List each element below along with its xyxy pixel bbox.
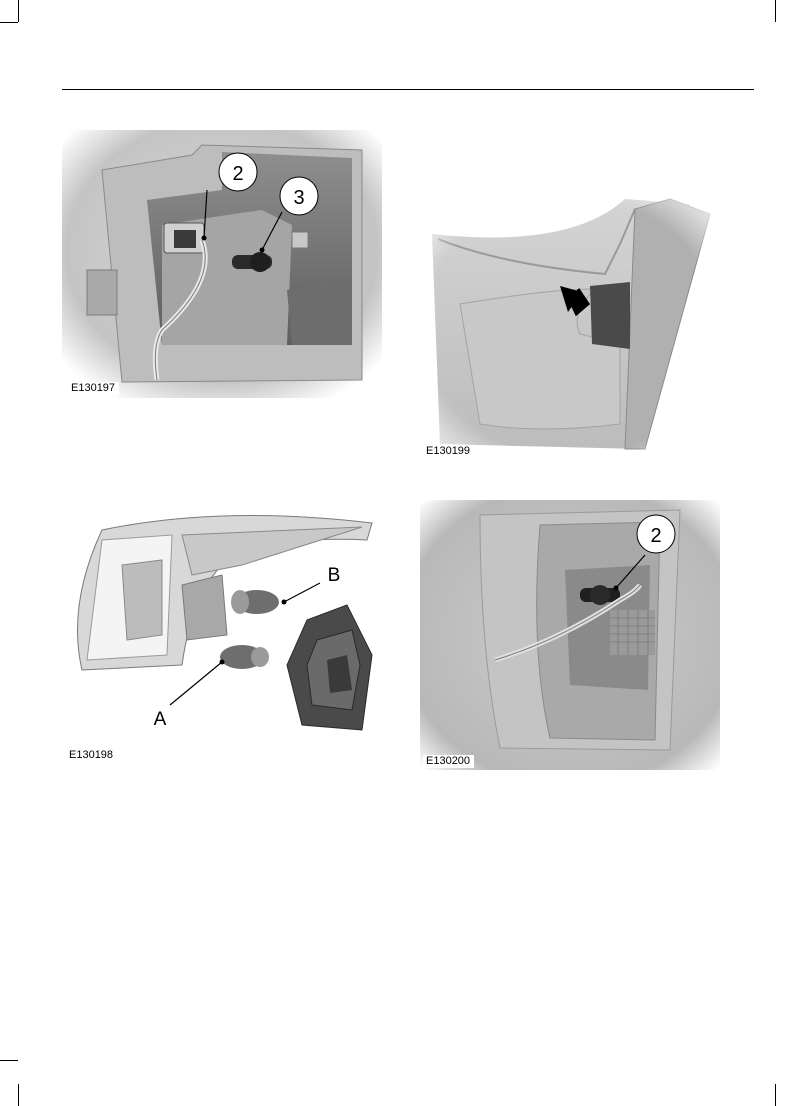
figure-label: E130197 — [68, 382, 119, 395]
callout-b: B — [328, 565, 341, 586]
crop-mark-bottom-left — [18, 1084, 19, 1106]
illustration-rear-lamp-housing-connector: 2 3 — [62, 130, 382, 398]
callout-a: A — [154, 709, 167, 730]
figure-label: E130199 — [423, 445, 474, 458]
crop-mark-top-left-h — [0, 22, 18, 23]
callout-2: 2 — [232, 163, 243, 185]
crop-mark-bottom-left-h — [0, 1060, 18, 1061]
crop-mark-top-left — [18, 0, 19, 22]
crop-mark-bottom-right — [775, 1084, 776, 1106]
figure-label: E130198 — [66, 749, 117, 762]
illustration-lamp-bulbs-exploded: B A — [62, 505, 392, 767]
callout-2: 2 — [650, 525, 661, 547]
callout-3: 3 — [293, 187, 304, 209]
figure-e130198: B A E130198 — [62, 505, 392, 767]
illustration-tailgate-bulb-holder: 2 — [420, 500, 720, 770]
figure-e130199: E130199 — [420, 194, 720, 460]
figure-e130200: 2 E130200 — [420, 500, 720, 770]
figure-e130197: 2 3 E130197 — [62, 130, 382, 398]
crop-mark-top-right — [775, 0, 776, 22]
figure-label: E130200 — [423, 755, 474, 768]
illustration-tailgate-access-panel — [420, 194, 720, 460]
header-rule — [62, 89, 754, 90]
